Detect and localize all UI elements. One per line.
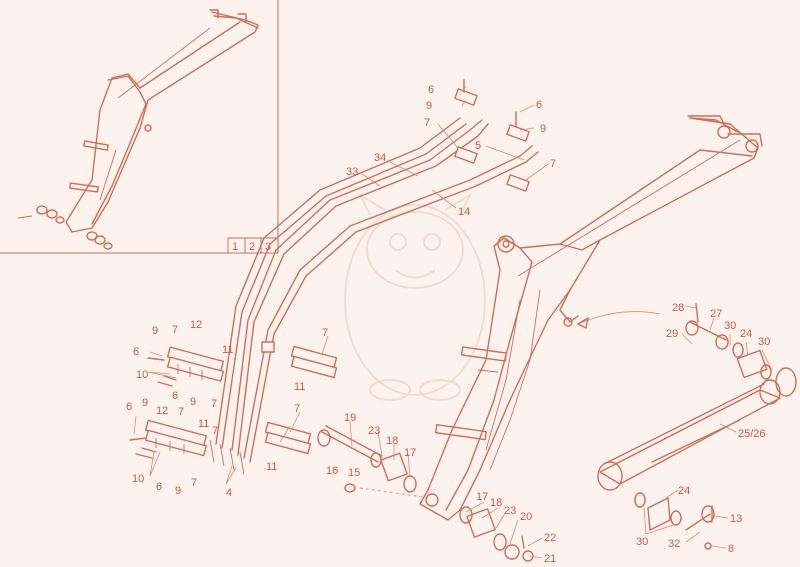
main-loader-arm [419,115,763,521]
callout-7: 7 [178,406,184,418]
callout-30: 30 [636,536,648,548]
callout-25-26: 25/26 [738,428,766,440]
callout-23: 23 [504,505,516,517]
callout-6: 6 [536,99,542,111]
callout-13: 13 [730,513,742,525]
callout-14: 14 [458,206,470,218]
callout-6: 6 [172,390,178,402]
callout-30: 30 [758,336,770,348]
callout-9: 9 [152,325,158,337]
callout-17: 17 [476,491,488,503]
callout-27: 27 [710,308,722,320]
bolts [129,79,517,459]
callout-7: 7 [322,327,328,339]
inset-loader-arm [17,9,259,250]
callout-32: 32 [668,538,680,550]
clamp-assembly-upper-left [166,346,225,382]
callout-6: 6 [126,401,132,413]
watermark-mascot [344,192,486,401]
callout-4: 4 [226,487,232,499]
callout-34: 34 [374,152,386,164]
callout-10: 10 [136,369,148,381]
callout-30: 30 [724,320,736,332]
callout-9: 9 [190,396,196,408]
callout-12: 12 [190,319,202,331]
callout-7: 7 [191,477,197,489]
inset-tab-1[interactable]: 1 [232,241,238,253]
clamp-upper-right-b [506,124,530,192]
callout-17: 17 [404,447,416,459]
callout-7: 7 [550,158,556,170]
leader-lines [133,85,773,559]
callout-6: 6 [428,84,434,96]
callout-9: 9 [426,100,432,112]
callout-9: 9 [175,485,181,497]
callout-9: 9 [142,397,148,409]
callout-18: 18 [490,497,502,509]
inset-tab-2[interactable]: 2 [249,241,255,253]
callout-11: 11 [198,418,209,430]
callout-21: 21 [544,553,556,565]
callout-5: 5 [475,140,481,152]
clamp-upper-right-a [454,88,478,164]
callout-11: 11 [222,344,233,356]
callout-labels: 6 9 7 6 9 5 7 34 33 14 9 7 12 6 11 10 6 … [126,84,770,565]
callout-33: 33 [346,166,358,178]
callout-20: 20 [520,511,532,523]
callout-8: 8 [728,543,734,555]
clamp-assembly-lower-left [145,419,207,457]
callout-22: 22 [544,532,556,544]
callout-18: 18 [386,435,398,447]
callout-7: 7 [172,324,178,336]
callout-16: 16 [326,465,338,477]
callout-6: 6 [156,481,162,493]
callout-7: 7 [211,398,217,410]
callout-7: 7 [294,403,300,415]
hydraulic-cylinder [577,303,797,550]
clamp-assembly-center-upper [290,345,338,379]
callout-12: 12 [156,405,168,417]
callout-7: 7 [424,117,430,129]
callout-6: 6 [133,346,139,358]
callout-11: 11 [294,381,305,393]
pivot-pin-assembly [317,425,534,562]
callout-29: 29 [666,328,678,340]
callout-15: 15 [348,467,360,479]
callout-24: 24 [678,485,690,497]
clamp-assembly-center-lower [264,421,312,455]
callout-9: 9 [540,123,546,135]
hydraulic-hoses [209,117,539,475]
callout-28: 28 [672,302,684,314]
callout-19: 19 [344,412,356,424]
callout-10: 10 [132,473,144,485]
callout-23: 23 [368,425,380,437]
callout-11: 11 [266,461,277,473]
callout-24: 24 [740,328,752,340]
inset-panel: 1 2 3 [0,0,279,254]
callout-7: 7 [212,425,218,437]
